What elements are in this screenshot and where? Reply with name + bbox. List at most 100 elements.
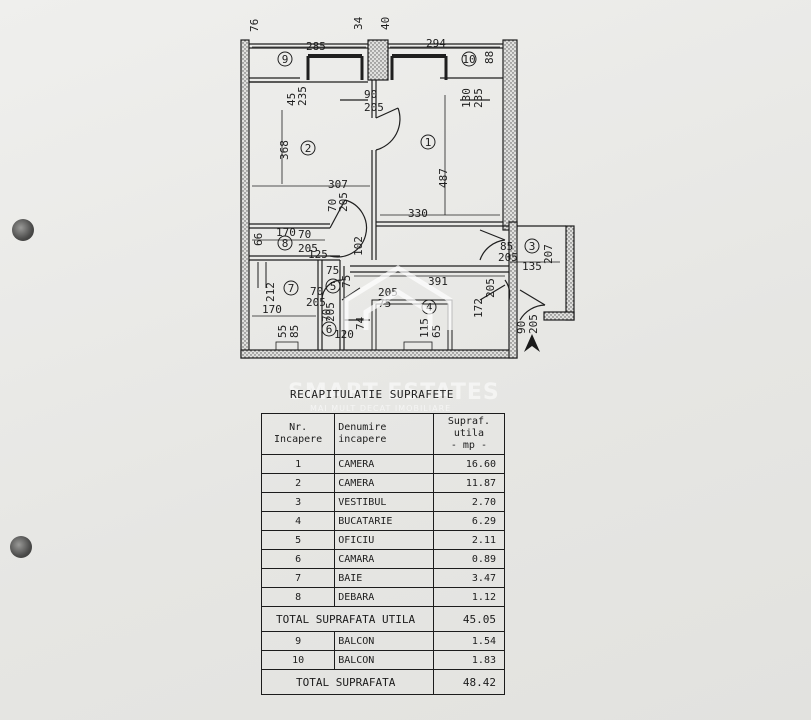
row-name: DEBARA xyxy=(334,587,434,607)
dimension-label: 75 xyxy=(340,275,353,288)
dimension-label: 45 xyxy=(285,93,298,106)
room-marker-9 xyxy=(277,51,293,67)
dimension-label: 205 xyxy=(324,302,337,322)
total-util-value: 45.05 xyxy=(432,606,506,632)
table-row: 8 DEBARA 1.12 xyxy=(260,587,506,607)
row-nr: 4 xyxy=(260,511,336,531)
watermark-logo xyxy=(343,265,453,330)
room-number: 8 xyxy=(282,237,289,250)
room-number: 9 xyxy=(282,53,289,66)
dimension-label: 90 xyxy=(515,321,528,334)
dimension-label: 120 xyxy=(334,328,354,341)
row-nr: 6 xyxy=(260,549,336,569)
room-number: 10 xyxy=(462,53,475,66)
dimension-label: 34 xyxy=(352,16,365,30)
table-row: 6 CAMARA 0.89 xyxy=(260,549,506,569)
row-area: 0.89 xyxy=(432,549,506,569)
dimension-label: 205 xyxy=(484,278,497,298)
row-area: 2.70 xyxy=(432,492,506,512)
row-nr: 3 xyxy=(260,492,336,512)
table-row: 10 BALCON 1.83 xyxy=(260,650,506,670)
row-name: CAMERA xyxy=(334,473,434,493)
dimension-label: 70 xyxy=(310,285,323,298)
table-row: 1 CAMERA 16.60 xyxy=(260,454,506,474)
dimension-label: 88 xyxy=(483,51,496,64)
row-area: 3.47 xyxy=(432,568,506,588)
dimension-label: 212 xyxy=(264,282,277,302)
dimension-label: 207 xyxy=(542,244,555,264)
dimension-label: 40 xyxy=(379,17,392,30)
header-name: Denumire incapere xyxy=(334,413,434,455)
room-number: 7 xyxy=(288,282,295,295)
row-area: 1.54 xyxy=(432,631,506,651)
dimension-label: 135 xyxy=(522,260,542,273)
row-name: BALCON xyxy=(334,650,434,670)
dimension-label: 307 xyxy=(328,178,348,191)
dimension-label: 170 xyxy=(276,226,296,239)
room-marker-6 xyxy=(321,321,337,337)
room-marker-7 xyxy=(283,280,299,296)
header-area: Supraf. utila - mp - xyxy=(432,413,506,455)
row-nr: 1 xyxy=(260,454,336,474)
row-nr: 10 xyxy=(260,650,336,670)
recap-table: Nr. Incapere Denumire incapere Supraf. u… xyxy=(260,413,506,695)
dimension-label: 285 xyxy=(306,40,326,53)
total-util-label: TOTAL SUPRAFATA UTILA xyxy=(261,606,434,632)
recap-title: RECAPITULATIE SUPRAFETE xyxy=(290,388,454,401)
row-name: VESTIBUL xyxy=(334,492,434,512)
dimension-label: 85 xyxy=(500,240,513,253)
row-name: BALCON xyxy=(334,631,434,651)
dimension-label: 75 xyxy=(326,264,339,277)
row-name: BUCATARIE xyxy=(334,511,434,531)
room-marker-8 xyxy=(277,235,293,251)
room-number: 1 xyxy=(425,136,432,149)
punch-hole xyxy=(12,219,34,241)
row-area: 16.60 xyxy=(432,454,506,474)
row-area: 11.87 xyxy=(432,473,506,493)
dimension-label: 55 xyxy=(276,325,289,338)
total-label: TOTAL SUPRAFATA xyxy=(261,669,434,695)
row-nr: 5 xyxy=(260,530,336,550)
room-number: 2 xyxy=(305,142,312,155)
wall-column xyxy=(367,39,389,81)
table-row: 9 BALCON 1.54 xyxy=(260,631,506,651)
total-value: 48.42 xyxy=(432,669,506,695)
dimension-label: 70 xyxy=(320,309,333,322)
room-marker-1 xyxy=(420,134,436,150)
watermark-brand: SMART ESTATES xyxy=(288,380,500,405)
table-header-row: Nr. Incapere Denumire incapere Supraf. u… xyxy=(260,413,506,455)
table-row: 5 OFICIU 2.11 xyxy=(260,530,506,550)
table-row: 7 BAIE 3.47 xyxy=(260,568,506,588)
room-number: 4 xyxy=(426,301,433,314)
dimension-label: 66 xyxy=(252,233,265,246)
row-name: CAMARA xyxy=(334,549,434,569)
dimension-label: 330 xyxy=(408,207,428,220)
dimension-label: 70 xyxy=(326,199,339,212)
row-name: OFICIU xyxy=(334,530,434,550)
row-name: BAIE xyxy=(334,568,434,588)
room-marker-2 xyxy=(300,140,316,156)
room-number: 5 xyxy=(330,280,337,293)
dimension-label: 102 xyxy=(352,236,365,256)
row-nr: 9 xyxy=(260,631,336,651)
wall-vestibule xyxy=(565,225,575,321)
row-nr: 2 xyxy=(260,473,336,493)
dimension-label: 76 xyxy=(248,19,261,32)
dimension-label: 205 xyxy=(298,242,318,255)
dimension-label: 70 xyxy=(298,228,311,241)
punch-hole xyxy=(10,536,32,558)
dimension-label: 130 xyxy=(460,88,473,108)
wall-vestibule-bottom xyxy=(543,311,575,321)
wall-south xyxy=(240,349,518,359)
header-nr: Nr. Incapere xyxy=(260,413,336,455)
wall-east xyxy=(502,39,518,231)
dimension-label: 205 xyxy=(306,296,326,309)
room-marker-3 xyxy=(524,238,540,254)
row-area: 1.83 xyxy=(432,650,506,670)
row-name: CAMERA xyxy=(334,454,434,474)
dimension-label: 235 xyxy=(296,86,309,106)
table-row: 2 CAMERA 11.87 xyxy=(260,473,506,493)
total-util-row: TOTAL SUPRAFATA UTILA 45.05 xyxy=(261,606,506,632)
dimension-label: 294 xyxy=(426,37,446,50)
